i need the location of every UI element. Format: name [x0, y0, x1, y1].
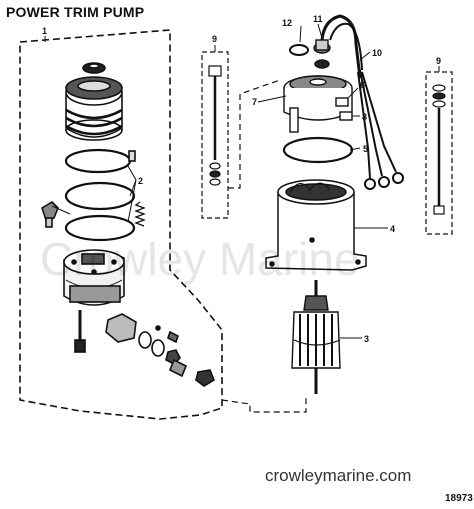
watermark-text: Crowley Marine	[40, 233, 360, 285]
pump-assembly-group	[19, 29, 223, 420]
assembly-leader	[228, 79, 281, 189]
callout-6: 6	[360, 80, 365, 90]
motor-end-cap-group	[282, 14, 404, 190]
through-bolt-box-right	[425, 66, 453, 235]
callout-9-left: 9	[212, 34, 217, 44]
callout-10: 10	[372, 48, 382, 58]
motor-to-pump-leader	[221, 396, 307, 413]
callout-3: 3	[364, 334, 369, 344]
o-ring-12	[289, 44, 309, 56]
callout-12: 12	[282, 18, 292, 28]
callout-8: 8	[362, 112, 367, 122]
site-url: crowleymarine.com	[265, 466, 412, 485]
callout-5: 5	[363, 144, 368, 154]
callout-9-right: 9	[436, 56, 441, 66]
o-ring-5	[282, 136, 354, 164]
pump-assembly-border	[19, 29, 223, 420]
o-ring-1	[64, 148, 132, 174]
callout-11: 11	[313, 14, 323, 24]
callout-labels: 1 2 3 4 5 6 7 8 9 9 10 11 12	[42, 14, 441, 344]
callout-7: 7	[252, 97, 257, 107]
leader-lines	[127, 23, 371, 223]
o-ring-3	[64, 214, 136, 242]
figure-number: 18973	[445, 493, 473, 504]
through-bolt-box-left	[201, 45, 229, 219]
reservoir-cap-inner	[88, 63, 100, 69]
callout-2: 2	[138, 176, 143, 186]
callout-1: 1	[42, 26, 47, 36]
o-ring-2	[64, 181, 136, 211]
diagram-title: POWER TRIM PUMP	[6, 4, 145, 20]
motor-frame-group	[265, 179, 388, 271]
armature-group	[291, 280, 362, 394]
callout-4: 4	[390, 224, 395, 234]
